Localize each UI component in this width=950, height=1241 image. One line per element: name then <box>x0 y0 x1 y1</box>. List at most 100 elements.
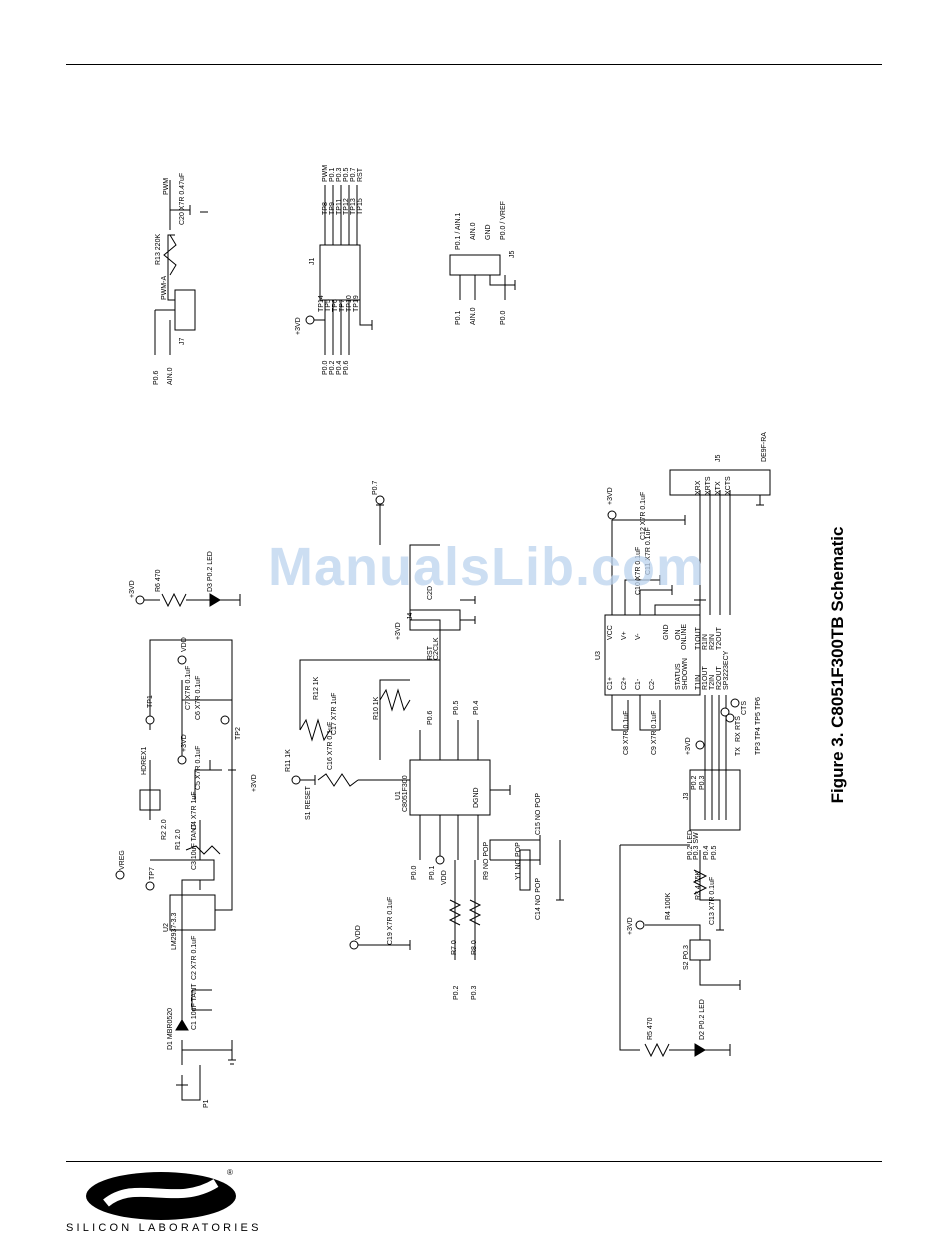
label-db9-part: DE9F-RA <box>761 432 768 462</box>
label-c8: C8 X7R 0.1uF <box>623 711 630 755</box>
label-u3-r2out: R2OUT <box>716 666 723 690</box>
label-j5-p00: P0.0 / VREF <box>500 201 507 240</box>
label-tx: TX <box>735 747 742 756</box>
label-tp8: TP8 <box>322 202 329 215</box>
label-u3-c1m: C1- <box>635 678 642 690</box>
label-r5: R5 470 <box>647 1017 654 1040</box>
label-r2: R2 2.0 <box>161 819 168 840</box>
label-u3-online: ONLINE <box>681 624 688 650</box>
label-c2: C2 X7R 0.1uF <box>191 936 198 980</box>
label-d1: D1 MBR0520 <box>167 1008 174 1050</box>
label-3vd-3: +3VD <box>251 774 258 792</box>
label-r7: R7 0 <box>451 940 458 955</box>
label-tp1: TP1 <box>147 695 154 708</box>
label-r10: R10 1K <box>373 696 380 720</box>
label-tp12: TP12 <box>343 198 350 215</box>
db9-box <box>669 469 771 496</box>
label-s2: S2 P0.3 <box>683 945 690 970</box>
tp4-terminal <box>720 707 730 717</box>
label-tp19: TP19 <box>353 295 360 312</box>
label-p06: P0.6 <box>427 710 434 725</box>
label-tp11: TP11 <box>336 199 343 215</box>
label-c10: C10 X7R 0.1uF <box>635 547 642 595</box>
s2-box <box>689 939 711 961</box>
label-p00: P0.0 <box>411 865 418 880</box>
label-vdd-u1: VDD <box>441 870 448 885</box>
label-u3-on: ON <box>675 630 682 641</box>
label-r9: R9 NO POP <box>483 842 490 880</box>
label-j1-pwm: PWM <box>322 165 329 182</box>
label-c20: C20 X7R 0.47uF <box>179 173 186 225</box>
label-rx: RX <box>735 732 742 742</box>
label-tp15: TP15 <box>357 198 364 215</box>
net-vdd-terminal <box>177 655 187 665</box>
label-tp7b: TP7 <box>339 299 346 312</box>
label-c16: C16 X7R 0.1uF <box>327 722 334 770</box>
label-tp9: TP9 <box>329 202 336 215</box>
label-c13: C13 X7R 0.1uF <box>709 877 716 925</box>
net-3vd-terminal-5 <box>635 920 645 930</box>
vdd-terminal-3 <box>435 855 445 865</box>
label-j3-p04: P0.4 <box>703 845 710 860</box>
label-tp5: TP5 <box>755 712 762 725</box>
label-u2-ref: U2 <box>163 923 170 932</box>
label-c4: C4 X7R 1uF <box>191 791 198 830</box>
tp7-terminal <box>145 881 155 891</box>
net-3vd-terminal-3 <box>291 775 301 785</box>
label-u3-t2out: T2OUT <box>716 626 723 650</box>
j1-box <box>319 244 361 301</box>
label-u3-c1p: C1+ <box>607 677 614 690</box>
label-vdd-2: VDD <box>355 925 362 940</box>
label-j3-p05: P0.5 <box>711 845 718 860</box>
label-xrx: XRX <box>695 480 702 495</box>
label-c17: C17 X7R 1uF <box>331 693 338 735</box>
label-tp4: TP4 <box>755 727 762 740</box>
label-vreg: VREG <box>119 850 126 870</box>
label-tp2: TP2 <box>235 727 242 740</box>
label-j5-b-ain0: AIN.0 <box>470 307 477 325</box>
label-d3: D3 P0.2 LED <box>207 551 214 592</box>
label-u3-status: STATUS <box>675 663 682 690</box>
label-p07: P0.7 <box>372 480 379 495</box>
label-j5: J5 <box>509 251 516 259</box>
label-r13: R13 220K <box>155 234 162 265</box>
label-j3-p02: P0.2 <box>691 775 698 790</box>
label-r8: R8 0 <box>471 940 478 955</box>
label-u3-r1in: R1IN <box>702 634 709 650</box>
label-c1: C1 10uF TANT <box>191 983 198 1030</box>
label-r4: R4 100K <box>665 892 672 920</box>
label-r12: R12 1K <box>313 676 320 700</box>
label-j1-rst: RST <box>357 167 364 182</box>
label-j1-p07: P0.7 <box>350 167 357 182</box>
label-tp5b: TP5 <box>325 299 332 312</box>
label-xcts: XCTS <box>725 476 732 495</box>
label-u3-shdown: SHDOWN <box>682 658 689 690</box>
u1-box <box>409 759 491 816</box>
registered-mark: ® <box>227 1168 233 1177</box>
label-u3-r2in: R2IN <box>709 634 716 650</box>
net-3vd-terminal <box>135 595 145 605</box>
label-j1-p05: P0.5 <box>343 167 350 182</box>
label-u3-c2p: C2+ <box>621 677 628 690</box>
label-c9: C9 X7R 0.1uF <box>651 711 658 755</box>
label-j5-ain0: AIN.0 <box>470 222 477 240</box>
label-u3-t1in: T1IN <box>695 675 702 690</box>
label-tp14: TP14 <box>318 295 325 312</box>
label-j5-b-p01: P0.1 <box>455 310 462 325</box>
label-3vd-5: +3VD <box>627 917 634 935</box>
label-p01: P0.1 <box>429 865 436 880</box>
label-u2-part: LM2937-3.3 <box>171 913 178 950</box>
label-db9-ref: J5 <box>715 455 722 463</box>
label-pwm: PWM <box>163 178 170 195</box>
tp3-terminal <box>695 740 705 750</box>
label-j4: J4 <box>407 613 414 621</box>
tp5-terminal <box>725 713 735 723</box>
figure-caption: Figure 3. C8051F300TB Schematic <box>828 526 847 804</box>
net-3vd-terminal-4 <box>607 510 617 520</box>
label-u3-part: SP3223ECY <box>723 650 730 690</box>
label-j7-ain0: AIN.0 <box>167 367 174 385</box>
label-cts: CTS <box>741 701 748 715</box>
watermark: ManualsLib.com <box>268 537 706 597</box>
label-c12: C12 X7R 0.1uF <box>640 492 647 540</box>
label-r11: R11 1K <box>285 749 292 772</box>
